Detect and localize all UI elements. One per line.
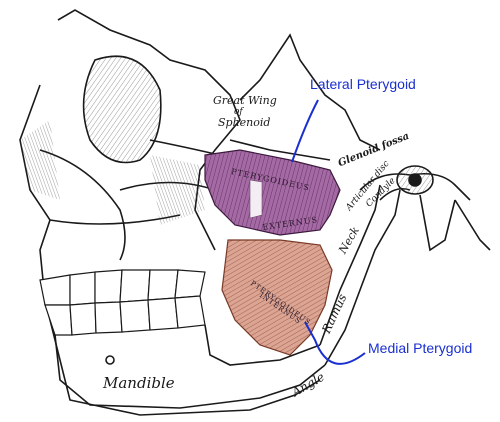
teeth <box>39 269 206 336</box>
mandible-label: Mandible <box>103 374 175 392</box>
medial-pterygoid-muscle <box>221 239 333 356</box>
lateral-pterygoid-muscle <box>204 149 341 236</box>
skull-outline <box>19 9 321 416</box>
great-wing-label-2: of <box>234 107 243 117</box>
medial-pterygoid-label: Medial Pterygoid <box>368 340 473 356</box>
lateral-pterygoid-pointer <box>291 99 319 163</box>
medial-pterygoid-pointer <box>304 321 366 365</box>
tendon-streak <box>249 179 263 219</box>
great-wing-label-3: Sphenoid <box>218 116 271 129</box>
great-wing-label-1: Great Wing <box>213 94 277 107</box>
lateral-pterygoid-label: Lateral Pterygoid <box>310 76 416 92</box>
mandible-bone <box>54 33 491 409</box>
